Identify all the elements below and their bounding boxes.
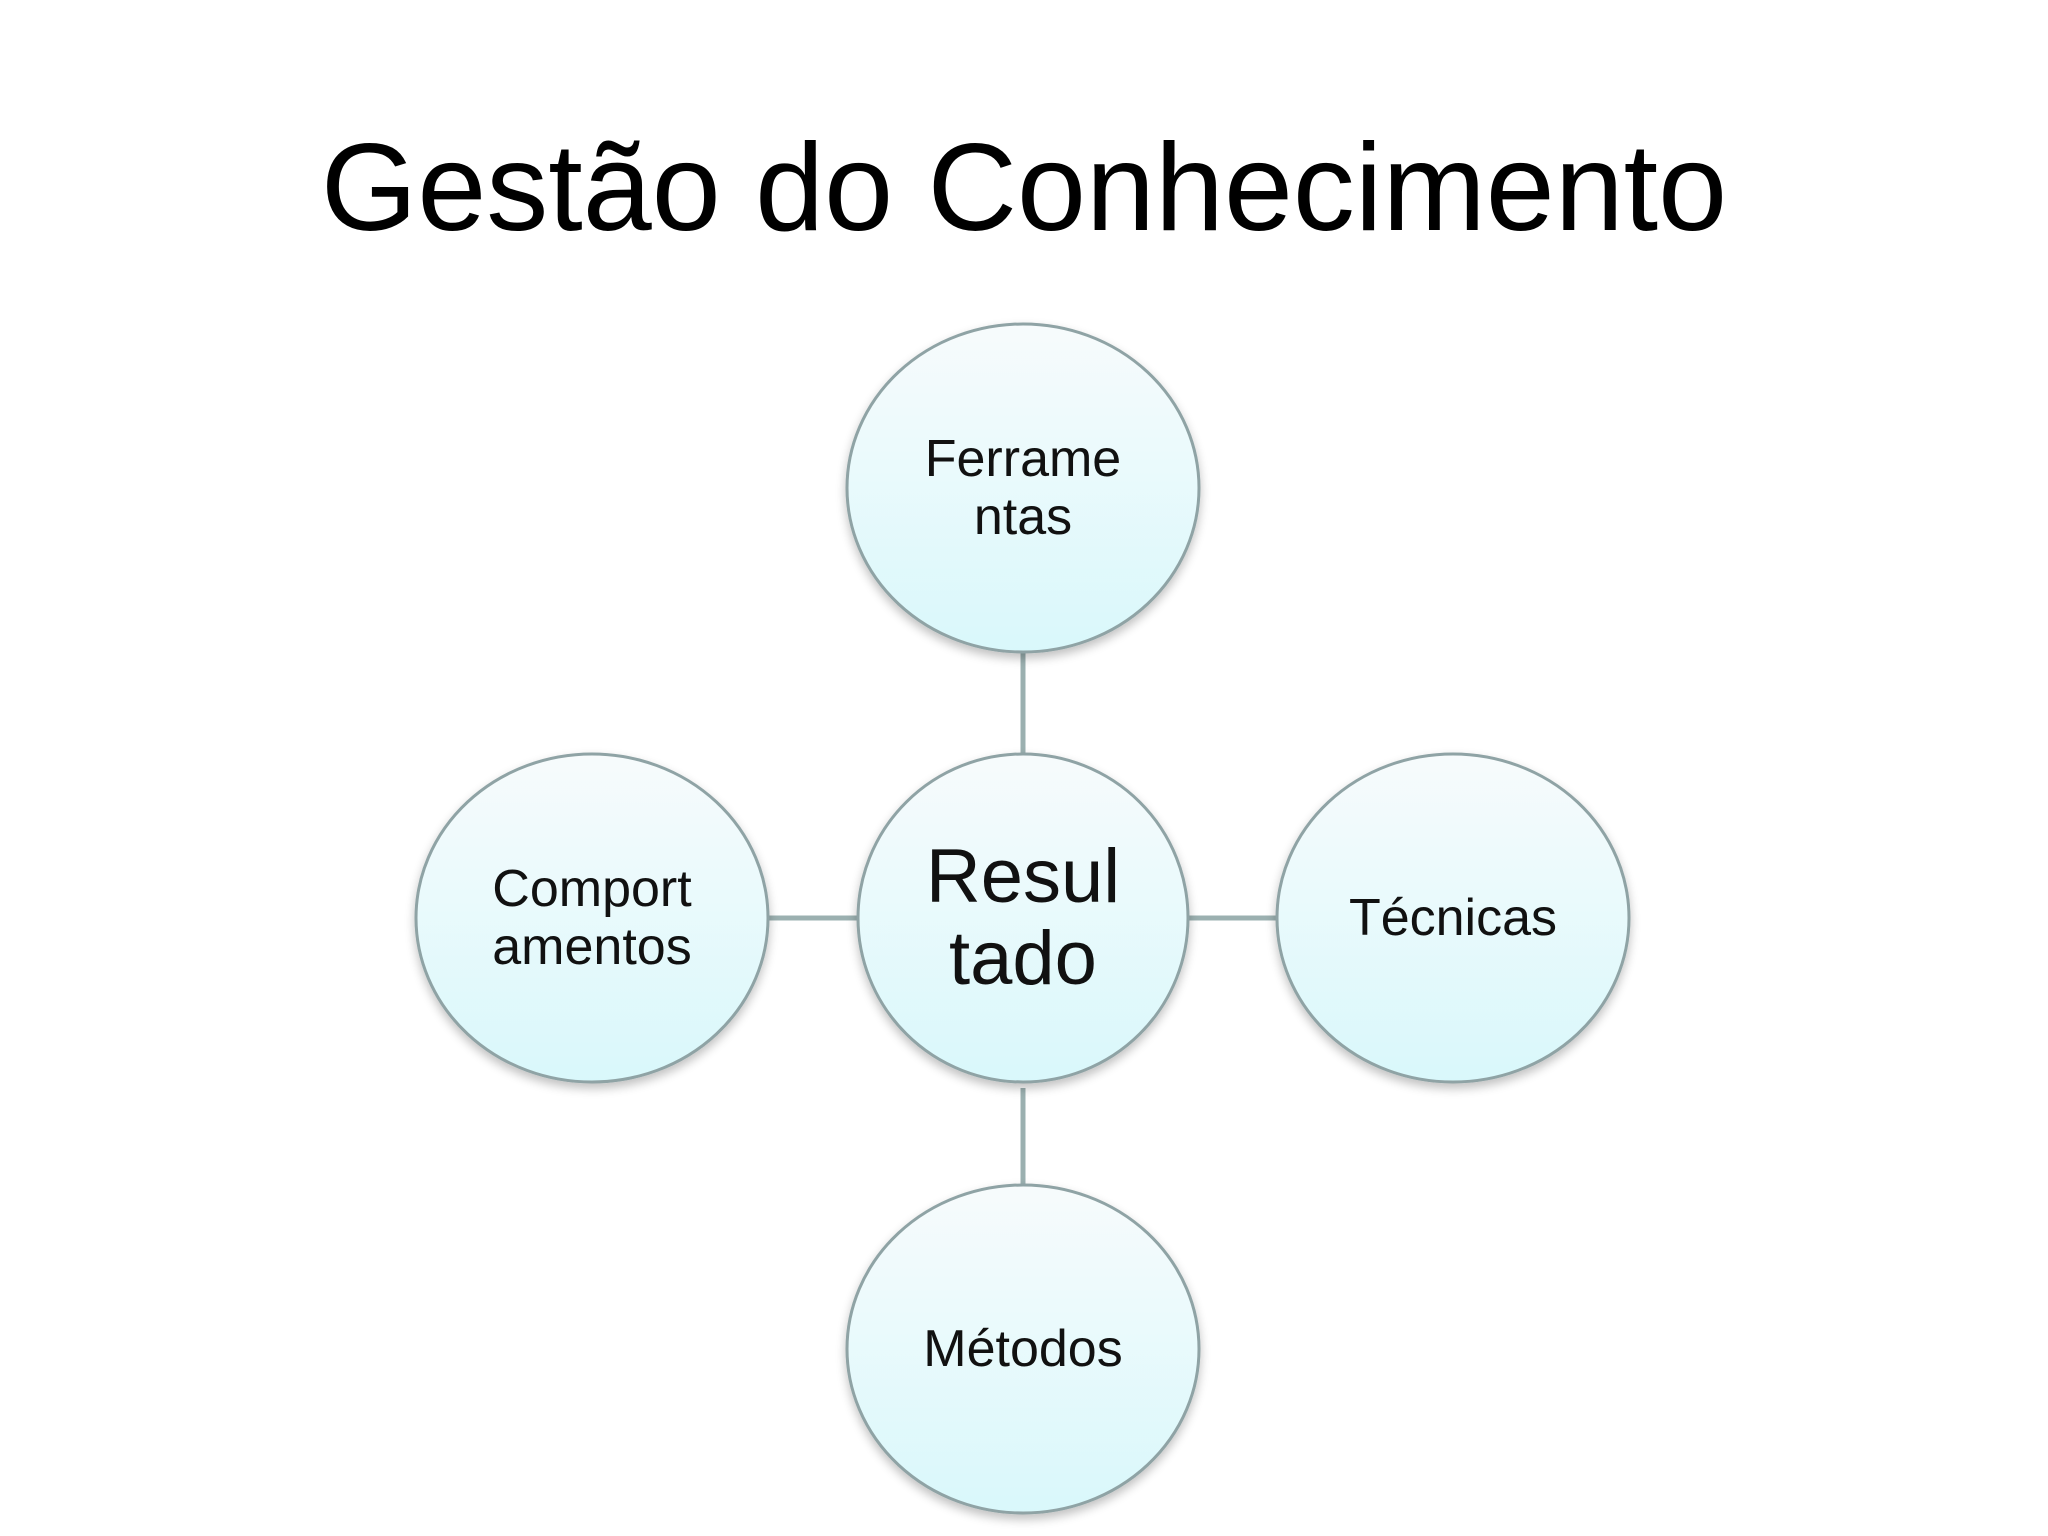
node-right-circle (1275, 752, 1631, 1084)
node-center-label: Resul tado (925, 834, 1121, 1001)
node-top-label: Ferrame ntas (924, 430, 1122, 546)
node-bottom-label: Métodos (923, 1320, 1123, 1378)
node-bottom-circle (845, 1183, 1201, 1515)
node-center-circle (856, 752, 1190, 1084)
slide-title: Gestão do Conhecimento (320, 119, 1728, 257)
node-left-circle (414, 752, 770, 1084)
node-right-label: Técnicas (1348, 889, 1558, 947)
node-top-circle (845, 322, 1201, 654)
node-left-label: Comport amentos (492, 860, 692, 976)
